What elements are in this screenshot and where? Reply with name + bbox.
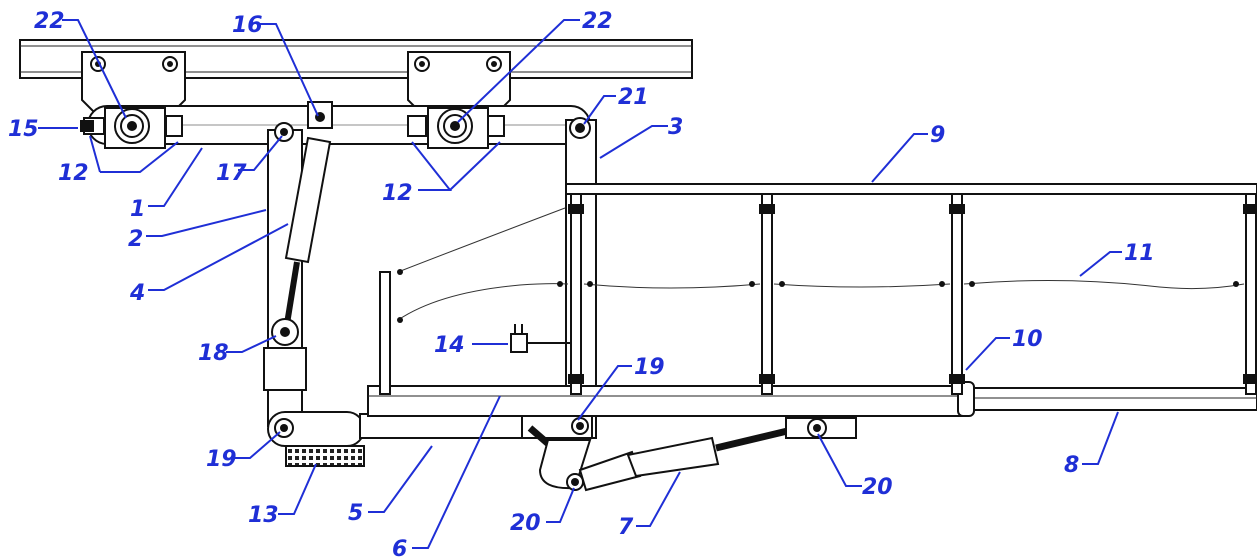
callout-9: 9 bbox=[930, 123, 945, 148]
callout-11: 11 bbox=[1124, 241, 1155, 266]
leader-lines bbox=[38, 19, 1122, 549]
callout-10: 10 bbox=[1012, 327, 1043, 352]
foot-grating bbox=[285, 445, 365, 467]
callout-17: 17 bbox=[216, 161, 247, 186]
callout-7: 7 bbox=[618, 515, 634, 540]
end-clamp bbox=[80, 120, 94, 132]
callout-18: 18 bbox=[198, 341, 229, 366]
guard-stanchions bbox=[379, 193, 1257, 395]
safety-rope bbox=[397, 207, 1245, 323]
vertical-post-left bbox=[263, 122, 307, 427]
guard-top-rail bbox=[565, 183, 1257, 195]
hydraulic-cylinder-upper bbox=[271, 101, 333, 346]
callout-20-left: 20 bbox=[510, 511, 541, 536]
callout-3: 3 bbox=[668, 115, 683, 140]
callout-8: 8 bbox=[1064, 453, 1079, 478]
callout-22-left: 22 bbox=[34, 9, 65, 34]
callout-22-right: 22 bbox=[582, 9, 613, 34]
callout-1: 1 bbox=[130, 197, 145, 222]
callout-6: 6 bbox=[392, 537, 407, 559]
callout-labels: 22 16 22 21 3 15 12 17 1 12 9 2 4 11 10 … bbox=[8, 9, 1155, 559]
callout-19-right: 19 bbox=[634, 355, 665, 380]
callout-20-right: 20 bbox=[862, 475, 893, 500]
hydraulic-cylinder-lower bbox=[538, 417, 857, 492]
callout-5: 5 bbox=[348, 501, 363, 526]
callout-13: 13 bbox=[248, 503, 279, 528]
callout-16: 16 bbox=[232, 13, 263, 38]
callout-4: 4 bbox=[129, 281, 145, 306]
telescopic-platform bbox=[957, 381, 1257, 417]
control-switch bbox=[510, 324, 571, 353]
trolley-bracket-right bbox=[407, 51, 511, 121]
callout-19-left: 19 bbox=[206, 447, 237, 472]
callout-15: 15 bbox=[8, 117, 39, 142]
callout-21: 21 bbox=[618, 85, 649, 110]
trolley-bracket-left bbox=[81, 51, 186, 121]
callout-2: 2 bbox=[128, 227, 143, 252]
callout-12-left: 12 bbox=[58, 161, 89, 186]
callout-14: 14 bbox=[434, 333, 465, 358]
callout-12-right: 12 bbox=[382, 181, 413, 206]
